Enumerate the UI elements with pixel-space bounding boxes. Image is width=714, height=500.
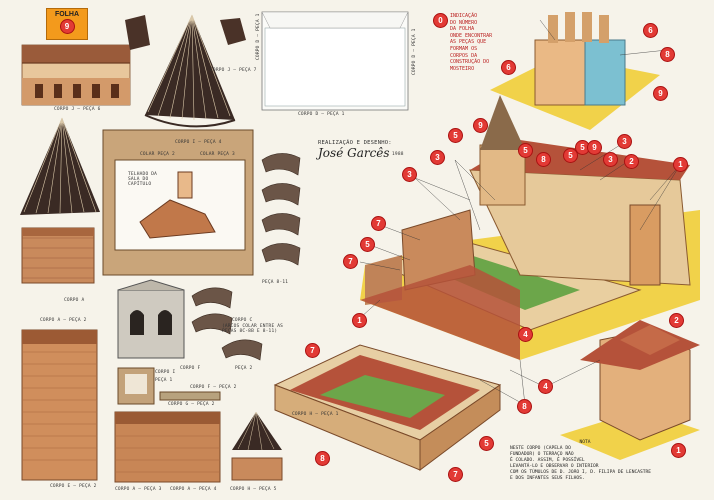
note-line: NESTE CORPO (CAPELA DO xyxy=(510,446,571,451)
label-corpo-h-1: CORPO H – PEÇA 1 xyxy=(292,412,339,417)
legend-line: DA FOLHA xyxy=(450,26,475,33)
callout-marker: 7 xyxy=(448,467,463,482)
credits-line: REALIZAÇÃO E DESENHO: xyxy=(318,140,392,146)
label-corpo-j-7: CORPO J – PEÇA 7 xyxy=(210,68,257,73)
callout-marker: 5 xyxy=(448,128,463,143)
callout-marker: 8 xyxy=(517,399,532,414)
label-corpo-c: CORPO C xyxy=(232,318,253,323)
callout-marker: 1 xyxy=(671,443,686,458)
label-peca-1: PEÇA 1 xyxy=(155,378,173,383)
model-cloister-lower xyxy=(273,344,502,471)
legend-line: ONDE ENCONTRAR xyxy=(450,32,493,39)
callout-marker: 8 xyxy=(315,451,330,466)
part-corpo-i-4 xyxy=(102,129,254,276)
sheet-number: 9 xyxy=(59,19,75,34)
part-corpo-a-brick xyxy=(21,227,95,284)
callout-marker: 6 xyxy=(643,23,658,38)
model-chapel xyxy=(560,320,700,460)
label-corpo-a-2: CORPO A – PEÇA 2 xyxy=(40,318,87,323)
legend-line: FORMAM OS xyxy=(450,45,478,52)
sheet-label: FOLHA xyxy=(54,11,80,18)
note-line: FUNDADOR) O TERRAÇO NÃO xyxy=(510,452,574,457)
model-rotunda-top xyxy=(490,12,660,130)
label-corpo-a: CORPO A xyxy=(64,298,85,303)
callout-marker: 5 xyxy=(479,436,494,451)
label-colar-3: COLAR PEÇA 3 xyxy=(200,152,235,157)
note-title: NOTA xyxy=(579,440,591,445)
model-monastery xyxy=(360,95,700,360)
part-strip xyxy=(159,391,221,401)
label-corpo-i-4: CORPO I – PEÇA 4 xyxy=(175,140,222,145)
label-colar-2: COLAR PEÇA 2 xyxy=(140,152,175,157)
label-corpo-d-1: CORPO D – PEÇA 1 xyxy=(298,112,345,117)
part-corpo-j-6 xyxy=(21,44,131,106)
note-line: COM OS TÚMULOS DE D. JOÃO I, D. FILIPA D… xyxy=(510,470,652,475)
label-corpo-a-4: CORPO A – PEÇA 4 xyxy=(170,487,217,492)
callout-marker: 4 xyxy=(518,327,533,342)
legend-marker: 0 xyxy=(433,13,448,28)
note-line: E DOS INFANTES SEUS FILHOS. xyxy=(510,476,585,481)
legend-line: AS PEÇAS QUE xyxy=(450,39,487,46)
credits-year: 1988 xyxy=(392,152,404,157)
note-block: NOTA NESTE CORPO (CAPELA DO FUNDADOR) O … xyxy=(510,440,660,482)
callout-marker: 5 xyxy=(575,140,590,155)
label-corpo-g-2: CORPO G – PEÇA 2 xyxy=(168,402,215,407)
legend-line: DO NÚMERO xyxy=(450,19,478,26)
part-corpo-e-brick xyxy=(21,329,98,481)
note-line: LEVANTÁ-LO E OBSERVAR O INTERIOR xyxy=(510,464,599,469)
note-line: É COLADO. ASSIM, É POSSÍVEL xyxy=(510,458,585,463)
callout-marker: 5 xyxy=(563,148,578,163)
part-small-box-inner xyxy=(125,374,147,394)
label-corpo-f-2: CORPO F – PEÇA 2 xyxy=(190,385,237,390)
callout-marker: 5 xyxy=(360,237,375,252)
label-corpo-e-2: CORPO E – PEÇA 2 xyxy=(50,484,97,489)
part-arches xyxy=(191,153,301,361)
label-corpo-i: CORPO I xyxy=(155,370,176,375)
callout-marker: 3 xyxy=(617,134,632,149)
part-corpo-d-1 xyxy=(261,11,409,111)
callout-marker: 1 xyxy=(352,313,367,328)
part-corpo-j-7 xyxy=(125,14,246,128)
label-corpo-h-5: CORPO H – PEÇA 5 xyxy=(230,487,277,492)
label-corpo-a-3: CORPO A – PEÇA 3 xyxy=(115,487,162,492)
callout-marker: 8 xyxy=(536,152,551,167)
callout-marker: 4 xyxy=(538,379,553,394)
callout-marker: 9 xyxy=(653,86,668,101)
callout-marker: 9 xyxy=(473,118,488,133)
callout-marker: 2 xyxy=(624,154,639,169)
callout-marker: 3 xyxy=(430,150,445,165)
label-corpo-f: CORPO F xyxy=(180,366,201,371)
legend-line: MOSTEIRO xyxy=(450,65,475,72)
label-corpo-d-1-side-a: CORPO D – PEÇA 1 xyxy=(256,13,261,60)
callout-marker: 1 xyxy=(673,157,688,172)
part-corpo-h xyxy=(231,411,283,481)
legend-line: CONSTRUÇÃO DO xyxy=(450,59,490,66)
part-corpo-f-stone xyxy=(117,279,185,359)
label-corpo-c-note: (ARCOS COLAR ENTRE AS PEÇAS 8C-8B E 8-11… xyxy=(222,324,284,334)
credits-signature: José Garcês xyxy=(318,146,390,160)
part-spire-lower xyxy=(20,117,100,215)
legend-line: INDICAÇÃO xyxy=(450,13,478,19)
callout-marker: 6 xyxy=(501,60,516,75)
callout-marker: 2 xyxy=(669,313,684,328)
legend-line: CORPOS DA xyxy=(450,52,478,59)
legend-text: INDICAÇÃO DO NÚMERO DA FOLHA ONDE ENCONT… xyxy=(450,13,492,72)
callout-marker: 3 xyxy=(603,152,618,167)
label-peca-8-11: PEÇA 8-11 xyxy=(262,280,289,285)
label-peca-2: PEÇA 2 xyxy=(235,366,253,371)
label-corpo-d-1-side-b: CORPO D – PEÇA 1 xyxy=(412,28,417,75)
label-corpo-j-6: CORPO J – PEÇA 6 xyxy=(54,107,101,112)
sheet-number-tag: FOLHA 9 xyxy=(46,8,88,40)
part-corpo-i-brick xyxy=(114,411,221,483)
callout-marker: 7 xyxy=(343,254,358,269)
callout-marker: 9 xyxy=(587,140,602,155)
callout-marker: 3 xyxy=(402,167,417,182)
label-telhado: TELHADO DA SALA DO CAPÍTULO xyxy=(128,172,158,187)
callout-marker: 8 xyxy=(660,47,675,62)
callout-marker: 5 xyxy=(518,143,533,158)
callout-marker: 7 xyxy=(305,343,320,358)
callout-marker: 7 xyxy=(371,216,386,231)
